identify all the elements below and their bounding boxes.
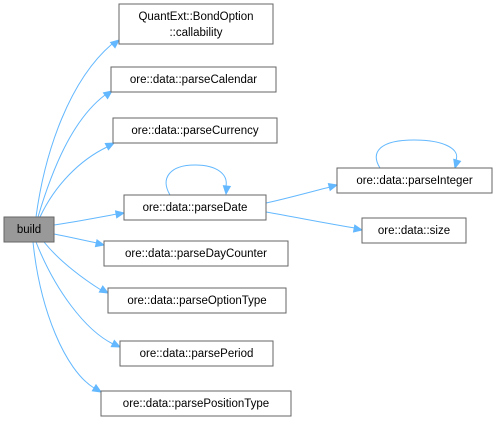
- edge-build-to-parseCalendar: [37, 94, 106, 218]
- arrowhead-parseDate-to-parseInteger: [327, 183, 339, 192]
- arrowhead-build-to-parseCalendar: [102, 90, 114, 100]
- edge-build-to-bondoption: [35, 43, 113, 218]
- edge-parseDate-to-parseInteger: [265, 186, 331, 204]
- node-parse-period-label: ore::data::parsePeriod: [140, 348, 254, 360]
- edge-build-to-parseCurrency: [39, 146, 108, 218]
- edge-build-to-parsePeriod: [35, 241, 114, 345]
- arrowhead-build-to-parseDate: [114, 210, 126, 219]
- node-parse-date[interactable]: ore::data::parseDate: [123, 194, 267, 221]
- node-parse-position-type-label: ore::data::parsePositionType: [123, 398, 269, 410]
- arrowhead-build-to-parsePeriod: [110, 339, 122, 348]
- node-build-label: build: [17, 224, 41, 236]
- arrowhead-build-to-parseCurrency: [104, 142, 116, 151]
- node-parse-position-type[interactable]: ore::data::parsePositionType: [100, 390, 292, 417]
- node-parse-currency-label: ore::data::parseCurrency: [131, 125, 258, 137]
- edge-build-to-parseDate: [53, 213, 118, 226]
- node-size[interactable]: ore::data::size: [361, 217, 467, 244]
- node-parse-integer[interactable]: ore::data::parseInteger: [336, 167, 493, 194]
- node-parse-date-label: ore::data::parseDate: [143, 202, 248, 214]
- edge-parseDate-to-size: [265, 211, 356, 229]
- arrowhead-parseDate-to-parseDate: [222, 185, 232, 196]
- node-bondoption-label-2: ::callability: [169, 27, 222, 39]
- node-size-label: ore::data::size: [378, 225, 450, 237]
- edge-build-to-parseOptionType: [43, 241, 102, 291]
- node-parse-day-counter[interactable]: ore::data::parseDayCounter: [103, 240, 289, 267]
- node-parse-integer-label: ore::data::parseInteger: [356, 175, 473, 187]
- node-parse-option-type-label: ore::data::parseOptionType: [127, 295, 266, 307]
- arrowhead-build-to-bondoption: [109, 39, 120, 49]
- edge-parseDate-to-parseDate: [165, 164, 227, 196]
- arrowhead-build-to-parseDayCounter: [94, 238, 106, 248]
- node-parse-day-counter-label: ore::data::parseDayCounter: [125, 248, 267, 260]
- edge-parseInteger-to-parseInteger: [375, 139, 458, 169]
- node-build[interactable]: build: [3, 216, 55, 243]
- node-bondoption[interactable]: QuantExt::BondOption ::callability: [118, 3, 274, 45]
- arrowhead-build-to-parsePositionType: [91, 383, 103, 393]
- edge-build-to-parsePositionType: [32, 241, 95, 389]
- arrowhead-parseInteger-to-parseInteger: [453, 158, 462, 170]
- node-parse-calendar[interactable]: ore::data::parseCalendar: [110, 66, 277, 93]
- arrowhead-build-to-parseOptionType: [98, 285, 110, 294]
- node-parse-period[interactable]: ore::data::parsePeriod: [119, 340, 274, 367]
- edge-build-to-parseDayCounter: [53, 233, 98, 244]
- arrowhead-parseDate-to-size: [352, 224, 364, 233]
- node-parse-calendar-label: ore::data::parseCalendar: [130, 74, 257, 86]
- node-parse-currency[interactable]: ore::data::parseCurrency: [112, 117, 278, 144]
- graph-edges: [32, 39, 462, 393]
- node-bondoption-label-1: QuantExt::BondOption: [138, 11, 253, 23]
- node-parse-option-type[interactable]: ore::data::parseOptionType: [107, 287, 287, 314]
